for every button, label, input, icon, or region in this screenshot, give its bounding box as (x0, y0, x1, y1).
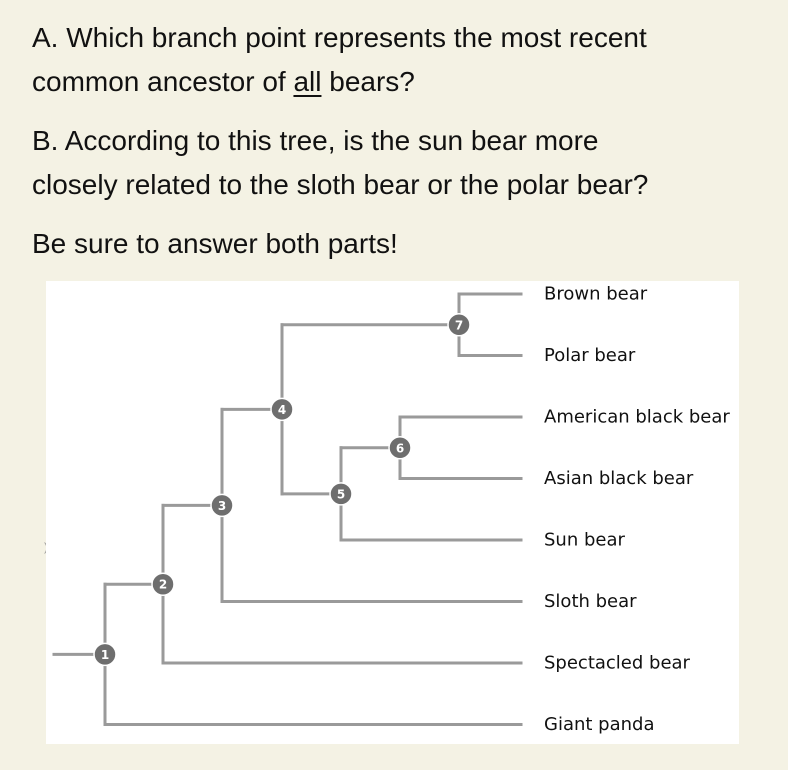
branch-point-marker (93, 642, 117, 667)
question-a-line2-end: bears? (321, 66, 415, 97)
taxon-label-brown-bear: Brown bear (544, 284, 648, 305)
branch-point-marker (270, 397, 294, 422)
question-b: B. According to this tree, is the sun be… (32, 119, 648, 207)
tree-branches (52, 292, 523, 726)
question-a: A. Which branch point represents the mos… (32, 16, 647, 104)
branch-point-number: 3 (218, 499, 226, 513)
branch-point-number: 6 (396, 441, 404, 455)
branch-point-2: 2 (151, 572, 175, 596)
taxon-label-sloth-bear: Sloth bear (544, 591, 637, 612)
taxon-label-asian-black-bear: Asian black bear (544, 468, 694, 489)
branch-point-7: 7 (447, 313, 471, 337)
branch-point-marker (210, 493, 234, 518)
branch-point-number: 2 (159, 578, 167, 592)
branch-point-marker (447, 313, 471, 337)
branch-point-number: 7 (455, 318, 463, 332)
branch-point-5: 5 (329, 482, 353, 506)
branch-point-number: 5 (337, 487, 345, 501)
question-b-line1: B. According to this tree, is the sun be… (32, 125, 599, 156)
branch-point-marker (329, 482, 353, 506)
branch-point-marker (151, 572, 175, 596)
question-b-line2: closely related to the sloth bear or the… (32, 169, 649, 200)
branch-point-number: 4 (278, 403, 286, 417)
branch-point-4: 4 (270, 397, 294, 422)
branch-point-marker (388, 436, 412, 460)
instruction: Be sure to answer both parts! (32, 228, 398, 259)
branch-point-number: 1 (101, 648, 109, 662)
question-a-emphasis: all (293, 66, 322, 97)
branch-point-1: 1 (93, 642, 117, 667)
taxon-label-american-black-bear: American black bear (544, 407, 730, 428)
taxon-label-giant-panda: Giant panda (544, 714, 655, 735)
branch-point-6: 6 (388, 436, 412, 460)
question-a-line1: A. Which branch point represents the mos… (32, 22, 647, 53)
taxon-label-spectacled-bear: Spectacled bear (544, 653, 691, 674)
taxon-label-polar-bear: Polar bear (544, 345, 636, 366)
question-a-line2-start: common ancestor of (32, 66, 294, 97)
taxon-label-sun-bear: Sun bear (544, 530, 625, 551)
branch-point-3: 3 (210, 493, 234, 518)
